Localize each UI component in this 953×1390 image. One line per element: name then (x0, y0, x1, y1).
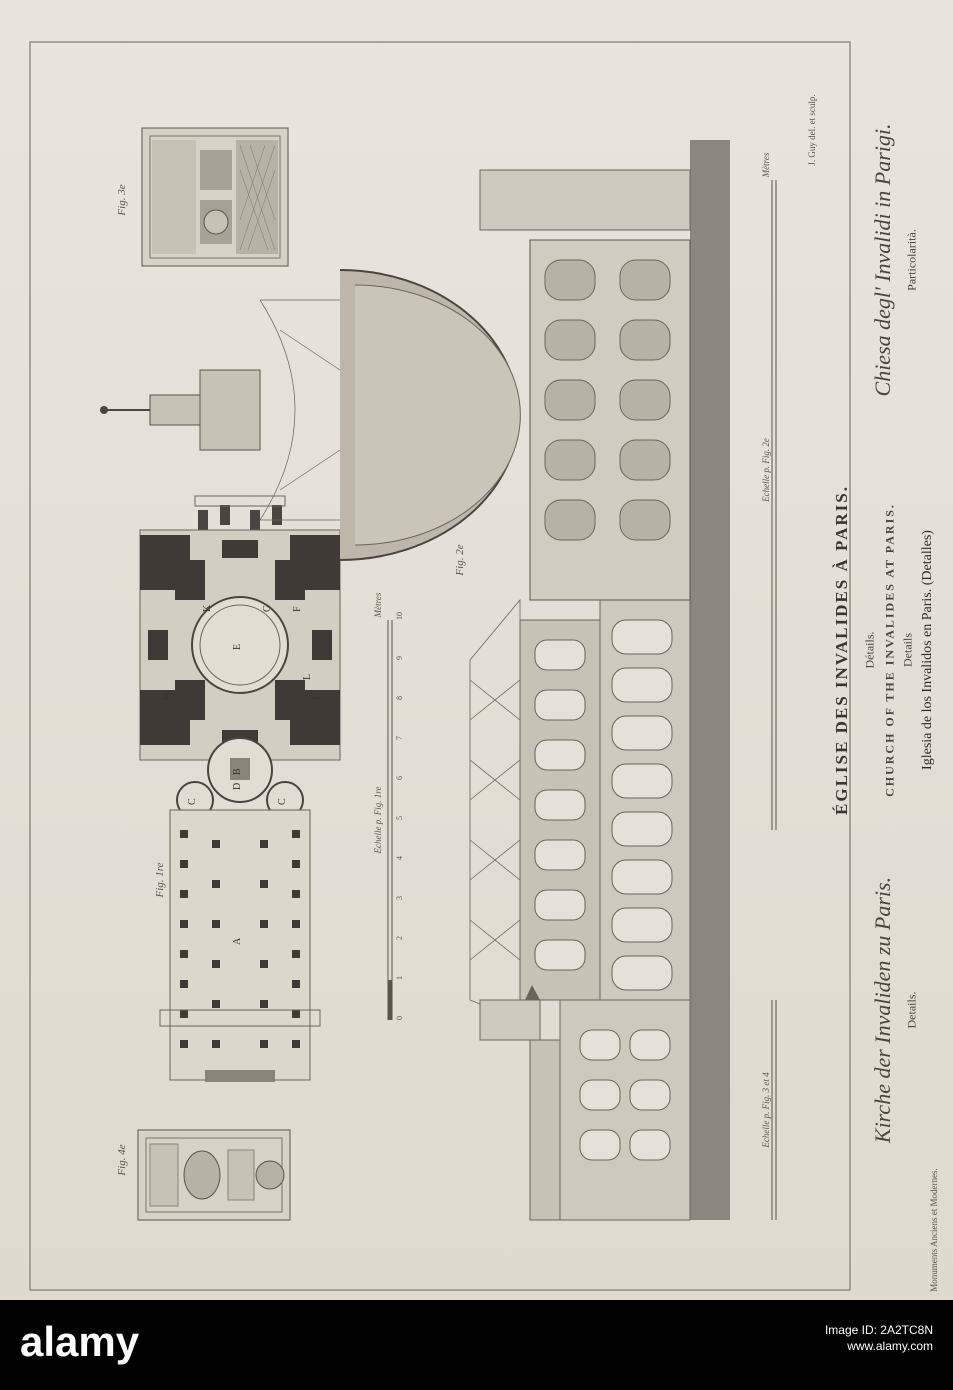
fig4-ornament-panel (137, 1129, 291, 1221)
plan-letter: C (277, 798, 288, 805)
subtitle-english: Details (900, 633, 915, 667)
plan-letter: A (232, 937, 243, 945)
plan-letter: D (232, 783, 243, 790)
scale-tick-label: 8 (395, 696, 404, 700)
scale-tick-label: 1 (395, 976, 404, 980)
stock-url: www.alamy.com (847, 1339, 933, 1353)
plan-letter: H (162, 693, 173, 700)
title-french: ÉGLISE DES INVALIDES À PARIS. (832, 485, 851, 815)
title-english: CHURCH OF THE INVALIDES AT PARIS. (882, 503, 897, 797)
subtitle-french: Détails. (862, 631, 877, 669)
stock-id-line: Image ID: 2A2TC8N (824, 1323, 933, 1337)
plan-letter: E (232, 644, 243, 650)
plan-letter: F (292, 606, 303, 612)
stock-caption: Image ID: 2A2TC8N www.alamy.com (825, 1322, 933, 1354)
plan-letter: B (232, 768, 243, 775)
plan-letter: I (312, 697, 323, 700)
subtitle-german: Details. (904, 991, 919, 1029)
fig2-scale-label: Echelle p. Fig. 2e (761, 438, 771, 502)
fig2-label: Fig. 2e (454, 544, 466, 576)
fig1-scale-bar (387, 620, 393, 1020)
stock-footer-bar (0, 1300, 953, 1390)
fig1-scale-unit: Mètres (373, 592, 383, 618)
fig34-scale-label: Echelle p. Fig. 3 et 4 (761, 1072, 771, 1148)
fig4-label: Fig. 4e (116, 1144, 128, 1176)
scale-tick-label: 6 (395, 776, 404, 780)
series-name: Monuments Anciens et Modernes. (929, 1168, 939, 1292)
subtitle-italian: Particolarità. (904, 229, 919, 291)
fig1-floor-plan (139, 495, 341, 1082)
plan-letter: K (202, 604, 213, 612)
plan-letter: C (187, 798, 198, 805)
scale-tick-label: 5 (395, 816, 404, 820)
plan-letter: L (302, 674, 313, 680)
fig2-longitudinal-section (100, 140, 730, 1221)
fig3-label: Fig. 3e (116, 184, 128, 216)
scale-tick-label: 2 (395, 936, 404, 940)
title-spanish: Iglesia de los Invalidos en Paris. (Deta… (920, 530, 935, 770)
plan-letter: G (262, 605, 273, 612)
title-italian: Chiesa degl' Invalidi in Parigi. (870, 123, 895, 397)
fig1-label: Fig. 1re (154, 862, 166, 898)
fig2-scale-bars (771, 180, 777, 1220)
scale-tick-label: 10 (395, 612, 404, 620)
scale-tick-label: 3 (395, 896, 404, 900)
alamy-logo: alamy (20, 1318, 140, 1365)
scale-tick-label: 7 (395, 736, 404, 740)
fig1-scale-label: Echelle p. Fig. 1re (373, 786, 383, 854)
fig3-ornament-panel (141, 127, 289, 267)
scale-tick-label: 9 (395, 656, 404, 660)
title-german: Kirche der Invaliden zu Paris. (870, 876, 895, 1144)
scale-tick-label: 0 (395, 1016, 404, 1020)
engraver-credit: J. Guy del. et sculp. (807, 94, 817, 166)
fig2-scale-unit: Mètres (761, 152, 771, 178)
scale-tick-label: 4 (395, 856, 404, 860)
